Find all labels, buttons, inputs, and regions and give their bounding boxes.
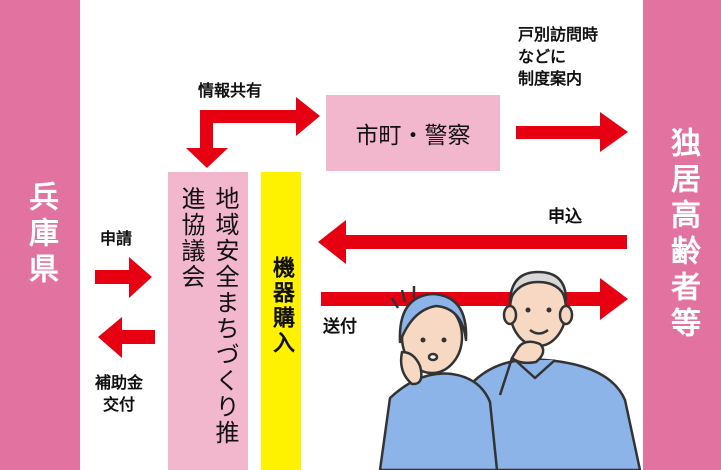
guidance-line-3: 制度案内 <box>518 69 583 88</box>
equipment-purchase-label: 機器購入 <box>269 256 294 356</box>
elderly-box: 独居高齢者等 <box>643 0 721 470</box>
city-police-label: 市町・警察 <box>355 123 471 149</box>
info-share-arrow <box>186 97 320 168</box>
prefecture-box: 兵庫県 <box>0 0 80 470</box>
equipment-purchase-box: 機器購入 <box>261 172 301 470</box>
send-arrow <box>321 278 628 320</box>
subsidy-line-2: 交付 <box>103 395 136 414</box>
guidance-label: 戸別訪問時 などに 制度案内 <box>518 24 598 90</box>
subsidy-label: 補助金 交付 <box>95 372 143 416</box>
council-box: 地域安全まちづくり推進協議会 <box>168 172 248 470</box>
subsidy-line-1: 補助金 <box>95 373 144 392</box>
prefecture-label: 兵庫県 <box>23 181 58 289</box>
apply-label: 申込 <box>548 207 582 227</box>
subsidy-arrow <box>98 317 155 358</box>
elderly-couple-illustration <box>378 270 642 470</box>
send-label: 送付 <box>323 317 357 337</box>
elderly-label: 独居高齢者等 <box>665 127 700 343</box>
guidance-line-1: 戸別訪問時 <box>518 25 599 44</box>
guidance-line-2: などに <box>518 47 567 66</box>
apply-arrow <box>318 220 627 264</box>
city-police-box: 市町・警察 <box>326 95 500 171</box>
application-label: 申請 <box>100 229 133 248</box>
guidance-arrow <box>516 112 628 152</box>
council-label: 地域安全まちづくり推進協議会 <box>177 186 239 446</box>
application-arrow <box>95 257 152 298</box>
info-share-label: 情報共有 <box>198 81 263 100</box>
